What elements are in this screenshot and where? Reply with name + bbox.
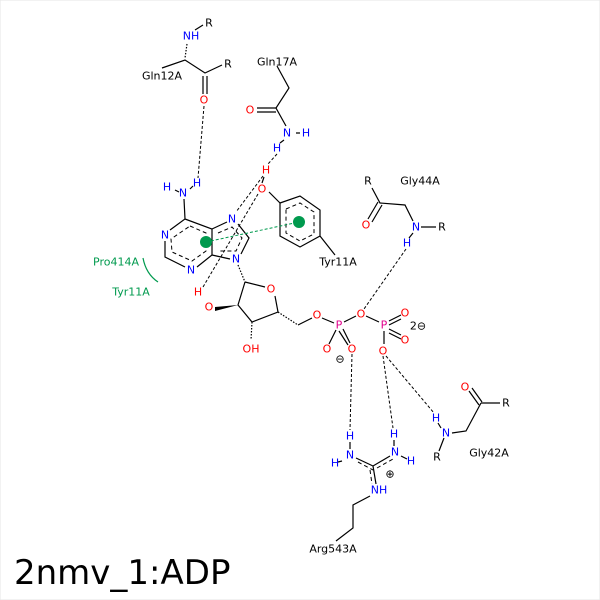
hydrophobic-label-pro414: Pro414A — [93, 256, 139, 269]
atom-h: H — [273, 142, 281, 155]
atom-o: O — [200, 94, 209, 107]
hbond-gln12 — [197, 105, 205, 179]
atom-r: R — [364, 175, 372, 188]
atom-n: N — [412, 221, 420, 234]
residue-label-gln17: Gln17A — [257, 56, 298, 69]
residue-labels: Gln12A Gln17A Gly44A Tyr11A Gly42A Arg54… — [93, 56, 509, 556]
hbond-gly42 — [385, 355, 435, 414]
atom-o: O — [461, 381, 470, 394]
atom-nh: NH — [183, 30, 200, 43]
atom-o: O — [323, 343, 332, 356]
atom-n: N — [283, 127, 291, 140]
atom-o: O — [205, 301, 214, 314]
residue-label-gln12: Gln12A — [142, 70, 183, 83]
atom-h: H — [262, 164, 270, 177]
residue-label-gly42: Gly42A — [469, 447, 509, 460]
residue-label-arg543: Arg543A — [309, 543, 357, 556]
atom-h: H — [390, 428, 398, 441]
pi-stacking — [205, 221, 300, 243]
hbond-tyr-o2 — [202, 193, 259, 288]
hydrophobic-label-tyr11: Tyr11A — [111, 286, 150, 299]
atom-o: O — [362, 219, 371, 232]
charge-plus: ⊕ — [385, 468, 394, 481]
atom-n: N — [442, 427, 450, 440]
atom-o: O — [401, 307, 410, 320]
atom-h: H — [163, 181, 171, 194]
atom-labels: NH R R O O N H H H O N H H N N N N O H O… — [161, 17, 510, 497]
atom-h: H — [193, 177, 201, 190]
atom-r: R — [224, 58, 232, 71]
atom-nh: NH — [371, 484, 388, 497]
charge-minus: ⊖ — [335, 353, 344, 366]
atom-oh: OH — [243, 343, 260, 356]
atom-h: H — [432, 412, 440, 425]
atom-n: N — [346, 449, 354, 462]
atom-h: H — [403, 237, 411, 250]
atom-o: O — [348, 343, 357, 356]
tyr-centroid — [293, 216, 305, 228]
hydrophobic-arc — [142, 257, 159, 283]
atom-n: N — [161, 229, 169, 242]
atom-h: H — [331, 457, 339, 470]
residue-label-gly44: Gly44A — [400, 175, 440, 188]
atom-o: O — [246, 104, 255, 117]
atom-h: H — [302, 127, 310, 140]
atom-h: H — [346, 430, 354, 443]
atom-n: N — [232, 253, 240, 266]
hbond-arg-1 — [349, 353, 353, 431]
atom-o: O — [258, 183, 267, 196]
hbond-arg-2 — [382, 355, 394, 429]
hbond-gln17 — [267, 153, 278, 165]
atom-h: H — [407, 455, 415, 468]
adenine-centroid — [200, 236, 212, 248]
atom-h: H — [194, 286, 202, 299]
atom-n: N — [391, 446, 399, 459]
atom-n: N — [179, 187, 187, 200]
atom-r: R — [205, 17, 213, 30]
atom-r: R — [433, 451, 441, 464]
atom-n: N — [187, 264, 195, 277]
diagram-title: 2nmv_1:ADP — [14, 553, 230, 593]
atom-p: P — [336, 319, 343, 332]
atom-r: R — [438, 221, 446, 234]
atom-p: P — [381, 319, 388, 332]
atom-o: O — [313, 309, 322, 322]
charge-dianion: 2⊖ — [410, 320, 426, 333]
atom-o: O — [267, 283, 276, 296]
atom-r: R — [502, 397, 510, 410]
interactions — [142, 105, 435, 431]
atom-n: N — [228, 213, 236, 226]
atom-o: O — [357, 308, 366, 321]
hbond-gly44 — [363, 248, 407, 310]
residue-label-tyr11: Tyr11A — [318, 256, 357, 269]
atom-o: O — [401, 334, 410, 347]
hbond-tyr-n7 — [235, 175, 264, 213]
atom-o: O — [379, 345, 388, 358]
